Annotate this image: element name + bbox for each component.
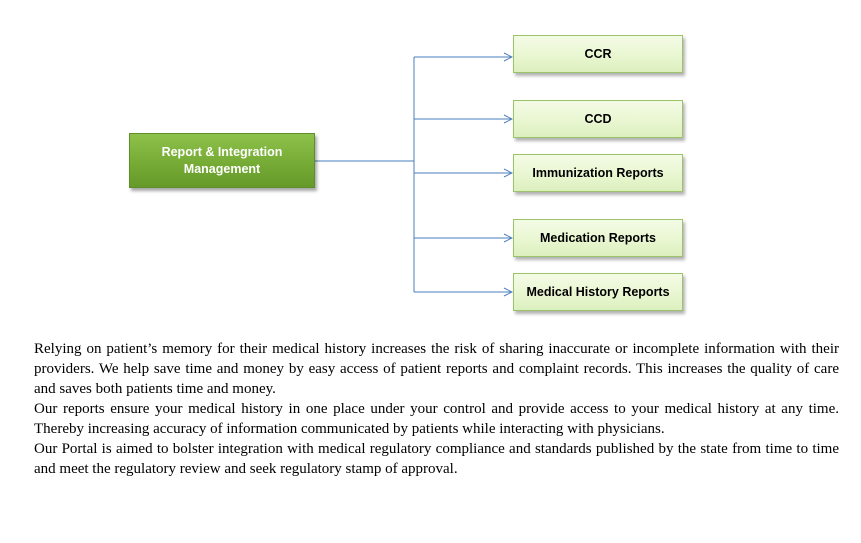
node-label: CCR bbox=[584, 47, 612, 61]
root-node-report-integration: Report & Integration Management bbox=[129, 133, 315, 188]
node-ccd: CCD bbox=[513, 100, 683, 138]
paragraph-memory: Relying on patient’s memory for their me… bbox=[34, 341, 839, 397]
node-label: Medical History Reports bbox=[526, 285, 670, 299]
paragraph-portal: Our Portal is aimed to bolster integrati… bbox=[34, 441, 839, 477]
paragraph-reports: Our reports ensure your medical history … bbox=[34, 401, 839, 437]
node-label: CCD bbox=[584, 112, 612, 126]
node-medical-history-reports: Medical History Reports bbox=[513, 273, 683, 311]
description-text: Relying on patient’s memory for their me… bbox=[34, 339, 839, 479]
node-immunization-reports: Immunization Reports bbox=[513, 154, 683, 192]
node-medication-reports: Medication Reports bbox=[513, 219, 683, 257]
node-label: Medication Reports bbox=[540, 231, 656, 245]
connector-lines bbox=[315, 0, 861, 330]
node-ccr: CCR bbox=[513, 35, 683, 73]
node-label: Immunization Reports bbox=[532, 166, 664, 180]
org-diagram: Report & Integration Management CCR CCD … bbox=[129, 0, 861, 330]
root-node-label: Report & Integration Management bbox=[161, 144, 283, 176]
